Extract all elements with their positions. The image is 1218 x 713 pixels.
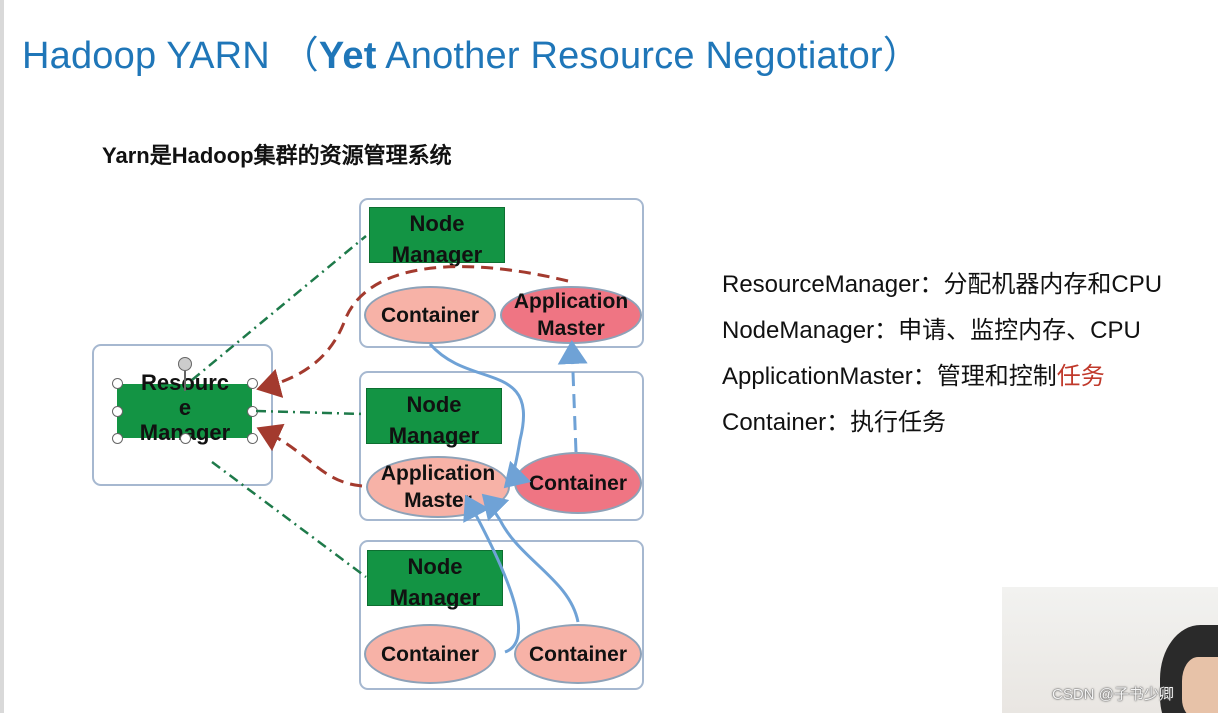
legend-text: 执行任务 <box>850 409 947 436</box>
slide-left-edge <box>0 0 4 713</box>
legend-key: Container <box>722 409 827 436</box>
container-node3-right-label: Container <box>528 642 627 666</box>
resource-manager-line2: e <box>178 395 192 420</box>
resize-handle-tl[interactable] <box>112 378 123 389</box>
resize-handle-ml[interactable] <box>112 406 123 417</box>
legend-key: NodeManager <box>722 317 875 344</box>
legend-sep: ： <box>912 363 937 390</box>
legend-sep: ： <box>826 409 851 436</box>
resize-handle-bm[interactable] <box>180 433 191 444</box>
container-node3-left-label: Container <box>380 642 479 666</box>
legend-container: Container：执行任务 <box>722 402 946 437</box>
container-node1-label: Container <box>380 303 479 327</box>
container-node1: Container <box>364 286 496 344</box>
rotation-handle-stem <box>184 371 186 391</box>
legend-node-manager: NodeManager：申请、监控内存、CPU <box>722 310 1141 345</box>
watermark: CSDN @子书少卿 <box>1052 686 1174 703</box>
legend-text: 申请、监控内存、CPU <box>898 317 1141 344</box>
task-line-1 <box>428 343 532 489</box>
page-title: Hadoop YARN （Yet Another Resource Negoti… <box>22 24 921 79</box>
heartbeat-line-node2 <box>255 409 365 416</box>
node-manager-2-line1: Node <box>406 392 462 417</box>
app-master-node1-line1: Application <box>513 290 629 313</box>
legend-highlight: 任务 <box>1056 363 1105 390</box>
legend-text: 分配机器内存和CPU <box>943 271 1163 298</box>
node-manager-1-line2: Manager <box>391 242 483 267</box>
title-part-2: Yet <box>318 35 377 77</box>
request-line-node1 <box>256 265 569 398</box>
heartbeat-line-node1 <box>191 235 367 381</box>
node-manager-2: Node Manager <box>366 388 502 448</box>
title-part-3: Another Resource Negotiator） <box>376 35 921 77</box>
webcam-overlay <box>1002 587 1218 713</box>
task-line-dashed <box>557 340 588 453</box>
app-master-node1-line2: Master <box>537 317 605 340</box>
legend-key: ResourceManager <box>722 271 920 298</box>
resource-manager-shape[interactable] <box>117 384 252 438</box>
legend-sep: ： <box>919 271 944 298</box>
app-master-node2-line2: Master <box>404 489 472 512</box>
container-node2: Container <box>514 452 642 514</box>
node-manager-3: Node Manager <box>367 550 503 610</box>
container-node3-left: Container <box>364 624 496 684</box>
container-node3-right: Container <box>514 624 642 684</box>
node-manager-1-line1: Node <box>409 211 465 236</box>
node-manager-2-line2: Manager <box>388 423 480 448</box>
node-manager-3-line2: Manager <box>389 585 481 610</box>
subtitle: Yarn是Hadoop集群的资源管理系统 <box>102 143 452 168</box>
resize-handle-bl[interactable] <box>112 433 123 444</box>
task-line-2 <box>463 494 521 654</box>
title-part-1: Hadoop YARN （ <box>22 35 319 77</box>
rotation-handle[interactable] <box>178 357 192 371</box>
legend-sep: ： <box>874 317 899 344</box>
heartbeat-line-node3 <box>211 460 367 579</box>
container-node2-label: Container <box>528 471 627 495</box>
request-line-node2 <box>256 423 363 488</box>
presenter-face <box>1182 657 1218 713</box>
node-manager-1: Node Manager <box>369 207 505 267</box>
legend-key: ApplicationMaster <box>722 363 913 390</box>
legend-application-master: ApplicationMaster：管理和控制任务 <box>722 356 1105 391</box>
task-line-3 <box>481 493 580 623</box>
legend-resource-manager: ResourceManager：分配机器内存和CPU <box>722 264 1162 299</box>
node-manager-3-line1: Node <box>407 554 463 579</box>
app-master-node2-line1: Application <box>380 462 496 485</box>
legend-text: 管理和控制 <box>936 363 1057 390</box>
